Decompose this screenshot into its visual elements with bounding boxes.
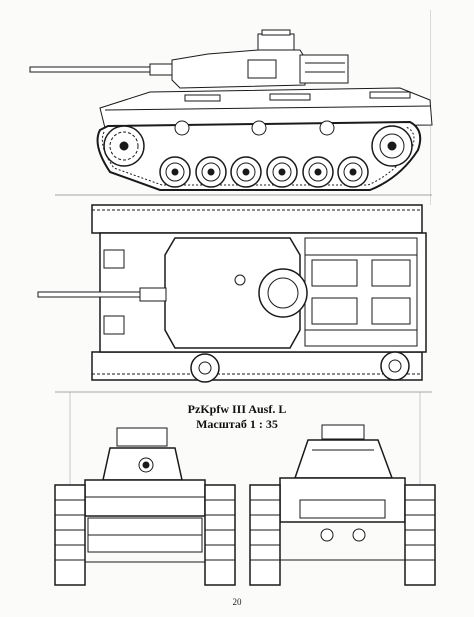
top-turret	[164, 237, 301, 349]
rear-turret	[293, 439, 394, 479]
top-track-left	[91, 204, 423, 234]
rear-view	[249, 424, 436, 586]
rear-track-left	[249, 484, 281, 586]
top-view	[37, 204, 427, 383]
side-turret-bin	[299, 54, 349, 84]
rear-track-right	[404, 484, 436, 586]
front-view	[54, 427, 236, 586]
front-hull	[84, 479, 206, 517]
top-commander-cupola	[258, 268, 308, 318]
rear-cupola	[321, 424, 365, 440]
side-view	[29, 29, 433, 191]
side-gun-barrel	[29, 66, 151, 73]
side-commander-cupola	[257, 33, 295, 51]
front-cupola	[116, 427, 168, 447]
top-track-right	[91, 351, 423, 381]
front-track-left	[54, 484, 86, 586]
side-road-wheels	[159, 156, 369, 188]
drawing-scale: Масштаб 1 : 35	[196, 417, 278, 431]
side-turret	[171, 49, 306, 89]
page-number: 20	[232, 597, 242, 607]
front-track-right	[204, 484, 236, 586]
drawing-title: PzKpfw III Ausf. L	[187, 402, 287, 416]
